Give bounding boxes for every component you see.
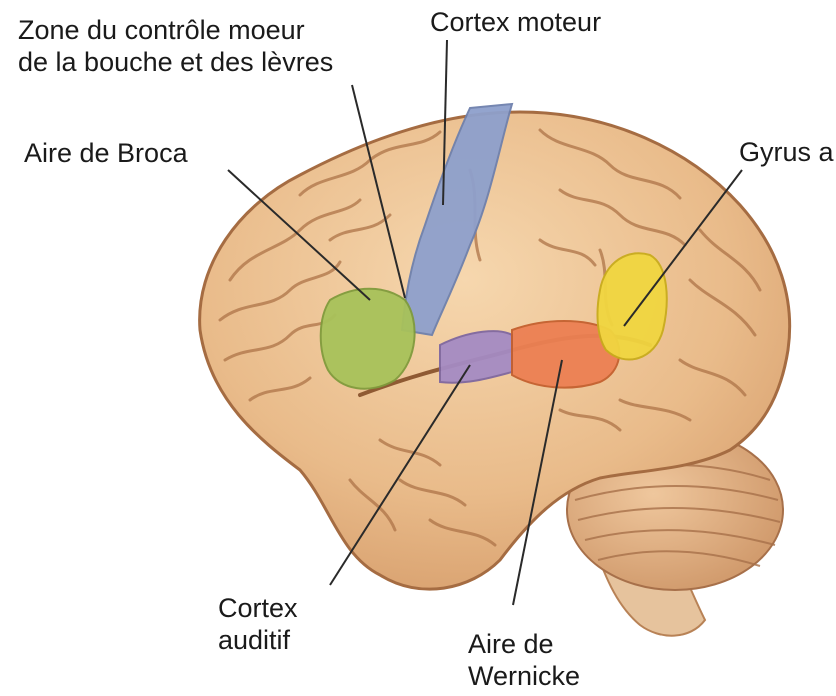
label-motor-cortex: Cortex moteur	[430, 6, 601, 38]
label-broca: Aire de Broca	[24, 137, 188, 169]
label-wernicke-line1: Aire de	[468, 628, 580, 660]
label-auditory-cortex: Cortex auditif	[218, 592, 298, 656]
label-wernicke: Aire de Wernicke	[468, 628, 580, 692]
label-auditory-cortex-line1: Cortex	[218, 592, 298, 624]
broca-region	[321, 289, 415, 389]
label-mouth-zone-line1: Zone du contrôle moeur	[18, 14, 333, 46]
label-auditory-cortex-line2: auditif	[218, 624, 298, 656]
label-angular-gyrus: Gyrus a	[739, 136, 834, 168]
label-mouth-zone: Zone du contrôle moeur de la bouche et d…	[18, 14, 333, 78]
label-mouth-zone-line2: de la bouche et des lèvres	[18, 46, 333, 78]
label-wernicke-line2: Wernicke	[468, 660, 580, 692]
angular-gyrus-region	[598, 253, 667, 359]
